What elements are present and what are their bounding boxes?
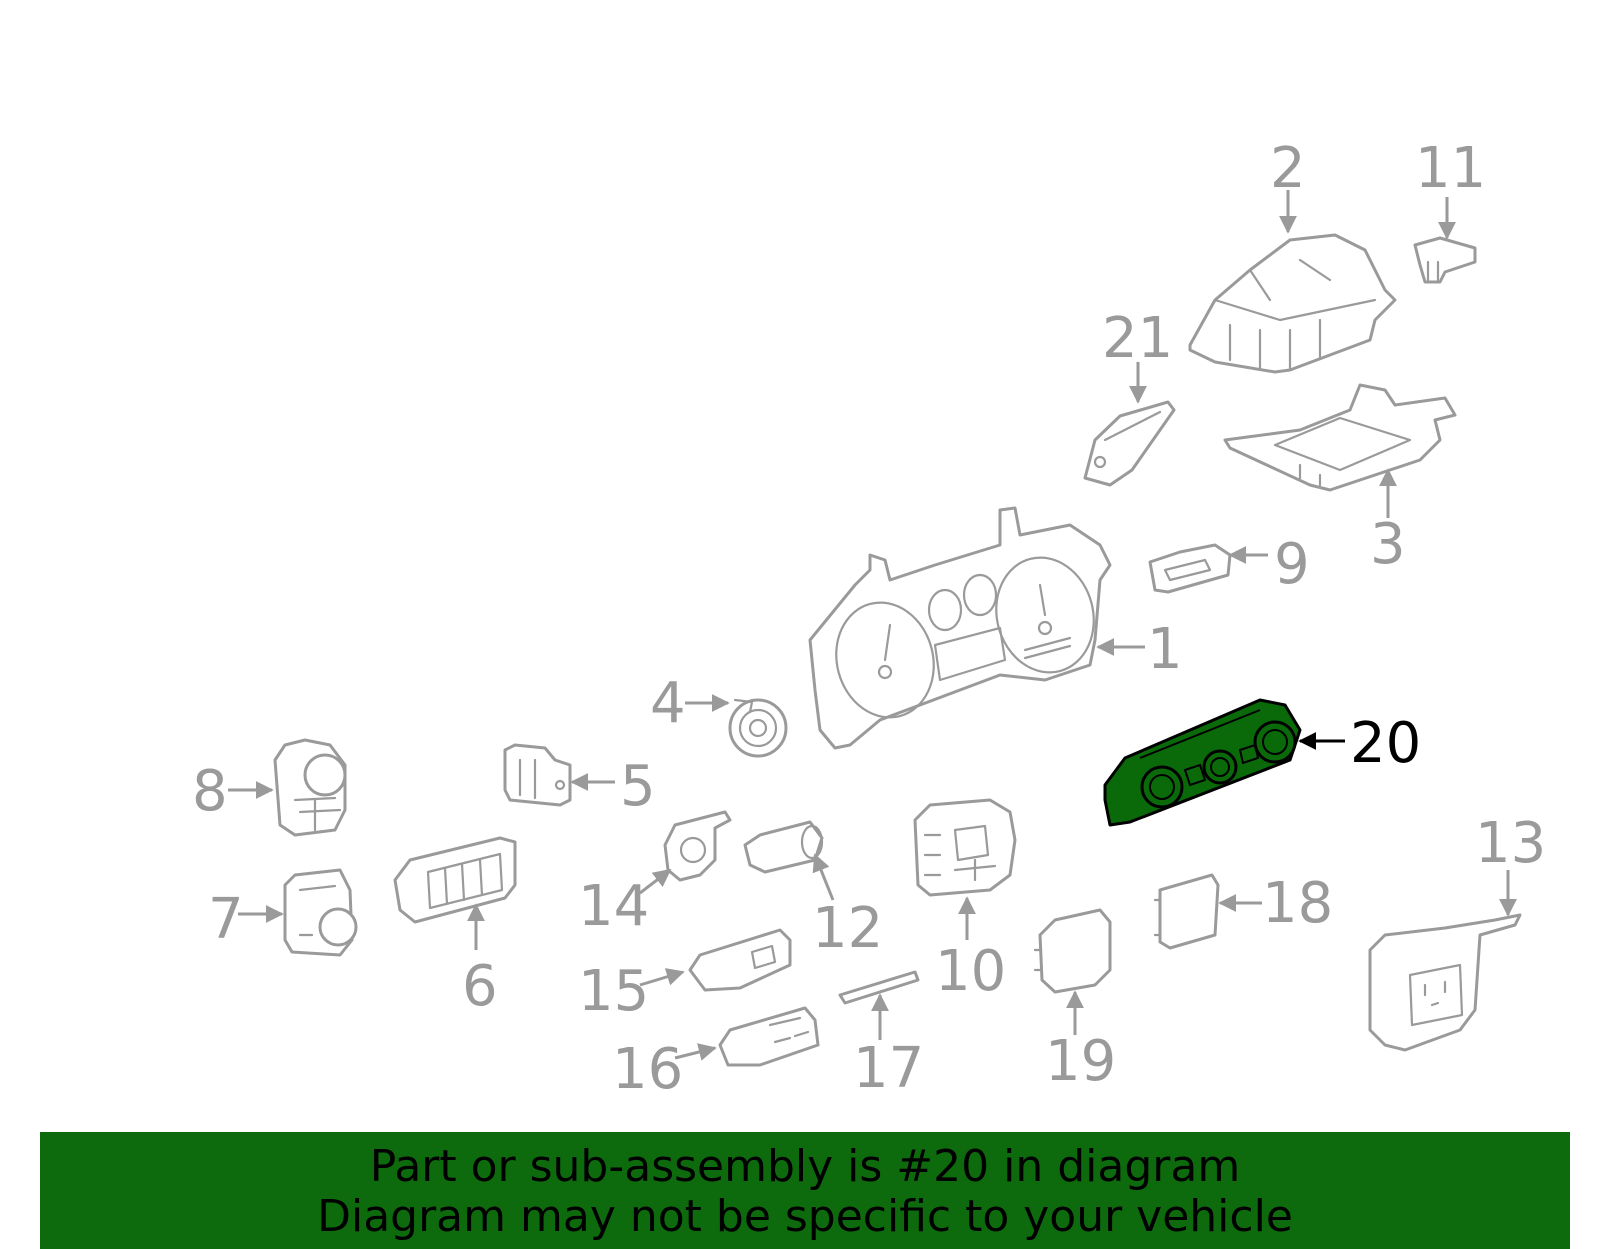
banner-line-2: Diagram may not be specific to your vehi… [317, 1191, 1293, 1242]
part-9-switch [1148, 543, 1232, 594]
callout-4: 4 [650, 671, 686, 736]
callout-6: 6 [462, 954, 498, 1019]
callout-9: 9 [1274, 532, 1310, 597]
part-12-socket [743, 820, 824, 874]
callout-8: 8 [192, 759, 228, 824]
part-16-switch [718, 1006, 820, 1067]
callout-5: 5 [620, 754, 656, 819]
part-18-cap [1153, 873, 1220, 950]
part-21-bracket [1083, 400, 1176, 487]
info-banner: Part or sub-assembly is #20 in diagram D… [40, 1132, 1570, 1249]
part-1-instrument-cluster [808, 506, 1112, 750]
callout-13: 13 [1475, 811, 1546, 876]
callout-3: 3 [1370, 512, 1406, 577]
part-4-knob [728, 698, 788, 758]
part-8-switch [273, 738, 347, 837]
callout-21: 21 [1102, 306, 1173, 371]
part-11-clip [1413, 236, 1477, 284]
part-17-strip [838, 970, 920, 1005]
callout-1: 1 [1147, 617, 1183, 682]
callout-15: 15 [578, 959, 649, 1024]
part-3-tray [1223, 383, 1457, 492]
part-10-control-panel [913, 798, 1017, 897]
part-6-switch-bank [393, 836, 517, 924]
part-7-switch [283, 868, 358, 957]
callout-11: 11 [1415, 136, 1486, 201]
part-14-bezel [663, 810, 732, 882]
part-20-climate-control [1103, 698, 1302, 827]
banner-line-1: Part or sub-assembly is #20 in diagram [369, 1141, 1241, 1192]
callout-10: 10 [935, 939, 1006, 1004]
part-5-switch [503, 743, 572, 807]
callout-16: 16 [612, 1037, 683, 1102]
callout-14: 14 [578, 874, 649, 939]
callout-20: 20 [1350, 711, 1421, 776]
callout-2: 2 [1270, 136, 1306, 201]
callout-7: 7 [208, 887, 244, 952]
callout-18: 18 [1262, 871, 1333, 936]
callout-19: 19 [1045, 1029, 1116, 1094]
part-15-switch [688, 928, 792, 992]
part-2-module [1188, 233, 1397, 374]
part-19-module [1033, 908, 1112, 994]
callout-12: 12 [812, 896, 883, 961]
callout-17: 17 [853, 1036, 924, 1101]
part-13-outlet [1368, 913, 1522, 1052]
